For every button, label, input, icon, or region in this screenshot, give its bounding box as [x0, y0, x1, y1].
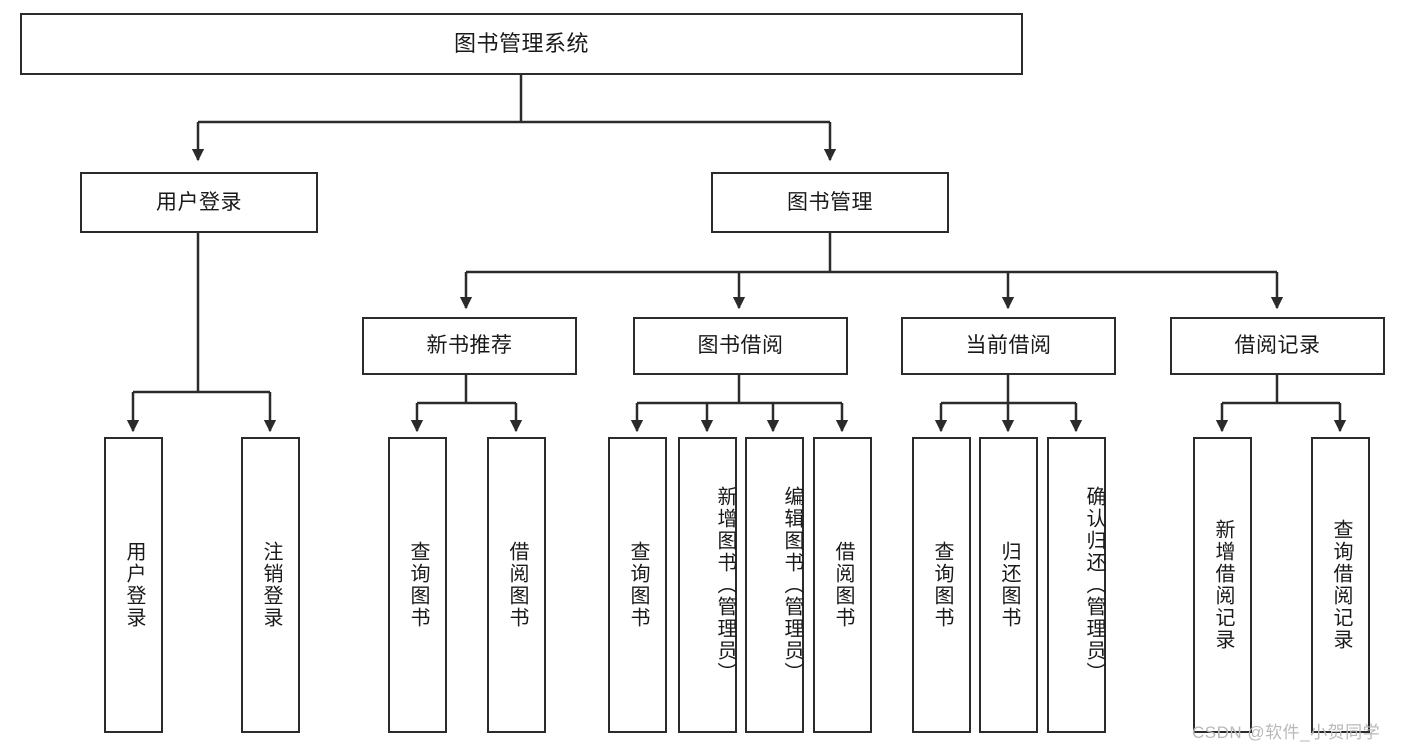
leaf-query-book-recommend[interactable]: 查询图书	[388, 437, 447, 733]
node-label: 归还图书	[998, 541, 1020, 629]
leaf-borrow-book-borrow[interactable]: 借阅图书	[813, 437, 872, 733]
node-label: 借阅图书	[506, 541, 528, 629]
csdn-watermark: CSDN @软件_小贺同学	[1192, 718, 1380, 743]
leaf-add-book-admin[interactable]: 新增图书（管理员）	[678, 437, 737, 733]
leaf-query-book-borrow[interactable]: 查询图书	[608, 437, 667, 733]
leaf-add-borrow-record[interactable]: 新增借阅记录	[1193, 437, 1252, 733]
node-label: 编辑图书（管理员）	[781, 486, 803, 684]
leaf-query-borrow-record[interactable]: 查询借阅记录	[1311, 437, 1370, 733]
node-label: 新增借阅记录	[1212, 519, 1234, 651]
node-borrow-record[interactable]: 借阅记录	[1170, 317, 1385, 375]
node-label: 查询借阅记录	[1330, 519, 1352, 651]
node-label: 当前借阅	[965, 334, 1052, 358]
leaf-confirm-return-admin[interactable]: 确认归还（管理员）	[1047, 437, 1106, 733]
node-label: 新书推荐	[426, 334, 513, 358]
leaf-user-login[interactable]: 用户登录	[104, 437, 163, 733]
node-label: 注销登录	[260, 541, 282, 629]
node-label: 图书管理系统	[453, 30, 589, 56]
node-new-book-recommend[interactable]: 新书推荐	[362, 317, 577, 375]
node-label: 用户登录	[123, 541, 145, 629]
node-user-login[interactable]: 用户登录	[80, 172, 318, 233]
leaf-query-book-current[interactable]: 查询图书	[912, 437, 971, 733]
node-label: 用户登录	[156, 190, 242, 214]
leaf-edit-book-admin[interactable]: 编辑图书（管理员）	[745, 437, 804, 733]
node-label: 查询图书	[627, 541, 649, 629]
leaf-logout[interactable]: 注销登录	[241, 437, 300, 733]
node-current-borrow[interactable]: 当前借阅	[901, 317, 1116, 375]
node-book-manage[interactable]: 图书管理	[711, 172, 949, 233]
node-root-system[interactable]: 图书管理系统	[20, 13, 1023, 75]
node-label: 确认归还（管理员）	[1083, 486, 1105, 684]
leaf-return-book[interactable]: 归还图书	[979, 437, 1038, 733]
watermark-text: CSDN @软件_小贺同学	[1192, 723, 1381, 742]
node-label: 查询图书	[931, 541, 953, 629]
node-label: 图书管理	[787, 190, 873, 214]
node-label: 新增图书（管理员）	[714, 486, 736, 684]
node-label: 图书借阅	[697, 334, 784, 358]
node-label: 借阅图书	[832, 541, 854, 629]
node-label: 查询图书	[407, 541, 429, 629]
node-book-borrow[interactable]: 图书借阅	[633, 317, 848, 375]
leaf-borrow-book-recommend[interactable]: 借阅图书	[487, 437, 546, 733]
node-label: 借阅记录	[1234, 334, 1321, 358]
